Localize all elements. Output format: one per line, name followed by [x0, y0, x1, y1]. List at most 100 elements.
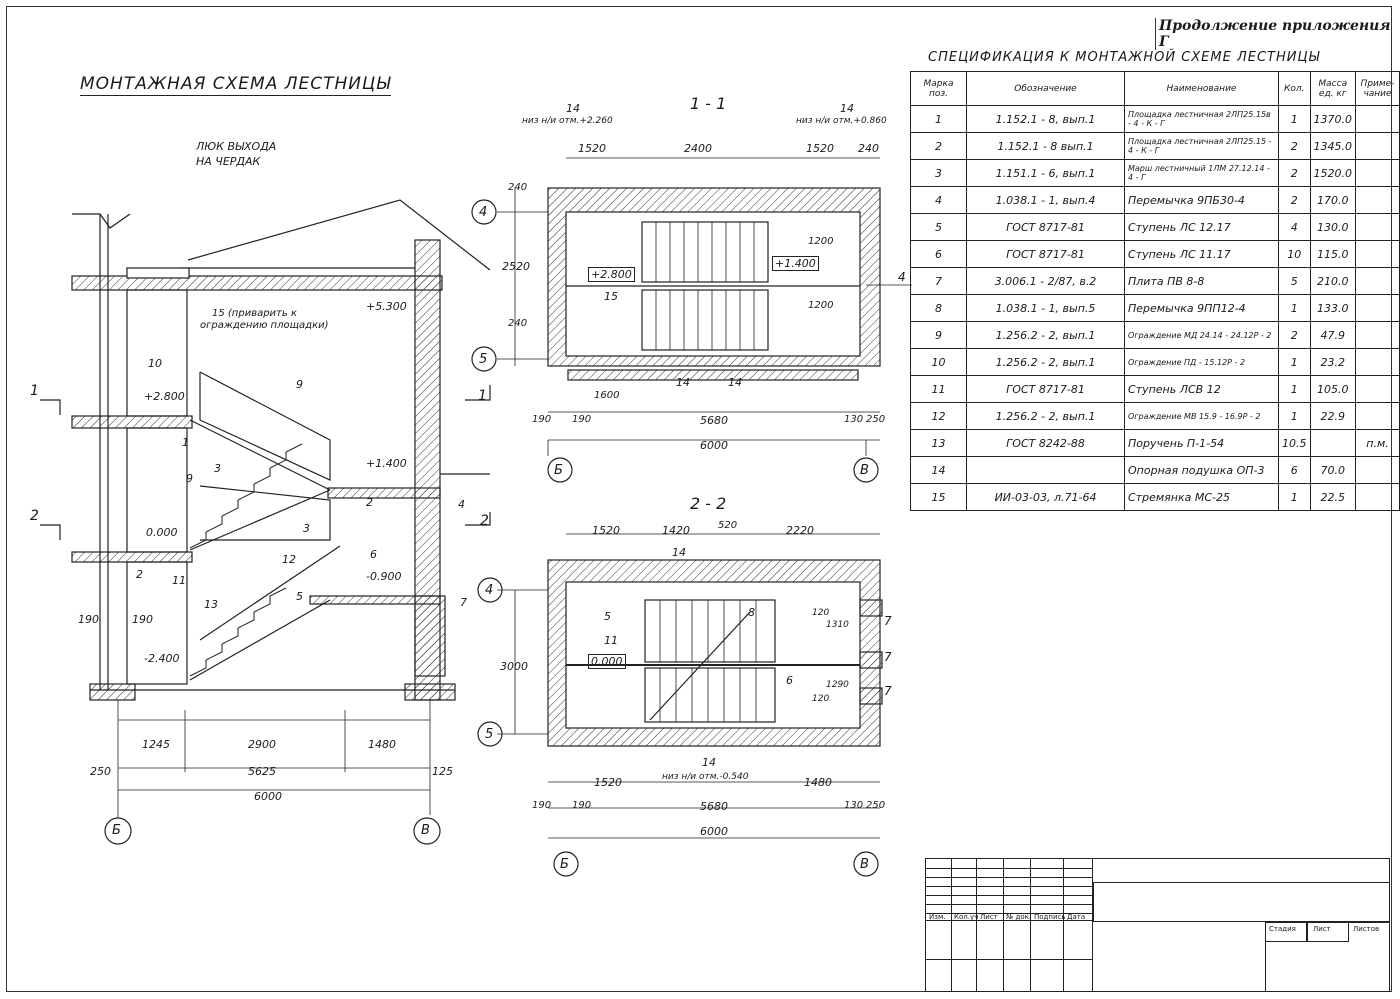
dim-6000: 6000	[254, 790, 282, 803]
elev-label-15b: ограждению площадки)	[200, 320, 329, 331]
spec-cell: Перемычка 9ПП12-4	[1124, 294, 1279, 322]
s2-dim: 1420	[662, 524, 690, 537]
elev-mark: 12	[282, 553, 296, 566]
s1-axis-v: В	[860, 463, 869, 478]
elev-mark: 2	[136, 568, 143, 581]
spec-cell: ГОСТ 8717-81	[966, 240, 1125, 268]
spec-cell	[1355, 402, 1400, 430]
spec-header-row: Марка поз. Обозначение Наименование Кол.…	[910, 71, 1400, 106]
spec-cell: 22.9	[1309, 402, 1356, 430]
appendix-header: Продолжение приложения Г	[1155, 18, 1400, 50]
s1-axis-5: 5	[479, 352, 488, 367]
s2-right-dim: 120	[812, 694, 830, 704]
s1-label-4: 4	[898, 270, 906, 284]
section-1-title: 1 - 1	[690, 94, 727, 113]
spec-cell: 1370.0	[1309, 105, 1356, 133]
s2-axis-b: Б	[560, 857, 569, 872]
spec-cell: 3	[910, 159, 967, 187]
s2-bottom-callout: 14	[702, 756, 716, 769]
s1-dim: 240	[858, 142, 879, 155]
spec-cell: ИИ-03-03, л.71-64	[966, 483, 1125, 511]
s1-axis-4: 4	[479, 205, 488, 220]
spec-cell: 11	[910, 375, 967, 403]
dim-250: 250	[90, 765, 111, 778]
elev-label-15: 15 (приварить к	[212, 308, 297, 319]
spec-cell: 1345.0	[1309, 132, 1356, 160]
s2-label-7: 7	[884, 650, 892, 664]
dim-190b: 190	[132, 613, 153, 626]
s2-label-11: 11	[604, 634, 618, 647]
spec-cell: 10.5	[1278, 429, 1311, 457]
spec-cell: 4	[910, 186, 967, 214]
spec-cell	[1355, 159, 1400, 187]
s1-total: 6000	[700, 439, 728, 452]
s1-callout-note: низ н/и отм.+2.260	[522, 116, 613, 126]
spec-cell: 1	[1278, 294, 1311, 322]
spec-cell: 14	[910, 456, 967, 484]
spec-cell: 10	[1278, 240, 1311, 268]
spec-cell: Опорная подушка ОП-3	[1124, 456, 1279, 484]
spec-cell: 1.152.1 - 8 вып.1	[966, 132, 1125, 160]
spec-cell: 105.0	[1309, 375, 1356, 403]
s1-dim: 1520	[578, 142, 606, 155]
s2-label-8: 8	[748, 606, 755, 619]
s2-label-7: 7	[884, 684, 892, 698]
s2-axis-v: В	[860, 857, 869, 872]
cut-mark-2r: 2	[480, 513, 489, 529]
s2-bottom-callout-note: низ н/и отм.-0.540	[662, 772, 749, 782]
elev-mark: 9	[186, 472, 193, 485]
spec-cell: 1.038.1 - 1, вып.4	[966, 186, 1125, 214]
hatch-label: ЛЮК ВЫХОДА	[196, 140, 277, 153]
spec-cell	[1355, 105, 1400, 133]
spec-cell: 1.256.2 - 2, вып.1	[966, 321, 1125, 349]
section-1-1	[471, 157, 912, 483]
spec-header: Марка поз.	[910, 71, 967, 106]
stamp-col: Изм.	[929, 913, 946, 921]
s2-total: 6000	[700, 825, 728, 838]
elev-mark: 6	[370, 548, 377, 561]
spec-cell: 210.0	[1309, 267, 1356, 295]
spec-header: Приме­чание	[1355, 71, 1400, 106]
elev-mark: 2	[366, 496, 373, 509]
spec-cell: 2	[1278, 321, 1311, 349]
title-block: Изм. Кол.уч Лист № док. Подпись Дата Ста…	[925, 858, 1390, 992]
s2-dim: 2220	[786, 524, 814, 537]
hatch-label-2: НА ЧЕРДАК	[196, 155, 261, 168]
s1-dim-240: 240	[508, 182, 528, 193]
elev-mark: 4	[458, 498, 465, 511]
s1-dim-240b: 240	[508, 318, 528, 329]
stamp-right: Листов	[1353, 925, 1380, 933]
s1-dim-bottom: 130	[844, 414, 864, 425]
elev-mark: 10	[148, 357, 162, 370]
s1-level-a: +2.800	[588, 267, 635, 282]
s2-dim-bottom: 190	[532, 800, 552, 811]
s2-right-dim: 1290	[826, 680, 849, 690]
spec-cell: Ограждение МД 24.14 - 24.12Р - 2	[1124, 321, 1279, 349]
spec-cell: п.м.	[1355, 429, 1400, 457]
s1-label-15: 15	[604, 290, 618, 303]
spec-cell: 12	[910, 402, 967, 430]
s2-axis-5: 5	[485, 727, 494, 742]
s1-label-14b: 14	[728, 376, 742, 389]
spec-table: Марка поз. Обозначение Наименование Кол.…	[910, 71, 1400, 511]
level-2800: +2.800	[144, 390, 185, 403]
s2-label-5: 5	[604, 610, 611, 623]
spec-cell: 15	[910, 483, 967, 511]
spec-cell: 5	[910, 213, 967, 241]
s2-level: 0.000	[588, 654, 626, 669]
axis-b: Б	[112, 823, 121, 838]
s1-dim-1200b: 1200	[808, 300, 834, 311]
s2-dim-bottom: 5680	[700, 800, 728, 813]
spec-cell	[1355, 213, 1400, 241]
section-2-title: 2 - 2	[690, 494, 727, 513]
level-m0900: -0.900	[366, 570, 402, 583]
